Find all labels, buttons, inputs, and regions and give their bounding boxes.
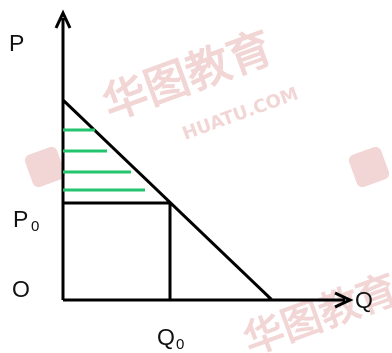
q0-label-main: Q [157, 324, 175, 350]
p0-label-main: P [13, 206, 28, 232]
q0-label: Q 0 [157, 324, 184, 353]
origin-label: O [12, 276, 30, 302]
price-axis-arrow-icon [54, 9, 72, 29]
price-axis-label: P [9, 30, 24, 56]
consumer-surplus-hatch [63, 128, 145, 192]
demand-line [61, 98, 274, 302]
quantity-axis-arrow-icon [334, 291, 354, 309]
watermark: 华图教育 HUATU.COM 华图教育 [24, 22, 392, 353]
quantity-axis-label: Q [355, 287, 373, 313]
watermark-logo-icon [24, 146, 66, 188]
p0-label-sub: 0 [31, 218, 39, 235]
watermark-logo-icon-right [348, 146, 390, 188]
q0-label-sub: 0 [176, 336, 184, 353]
p0-label: P 0 [13, 206, 39, 235]
